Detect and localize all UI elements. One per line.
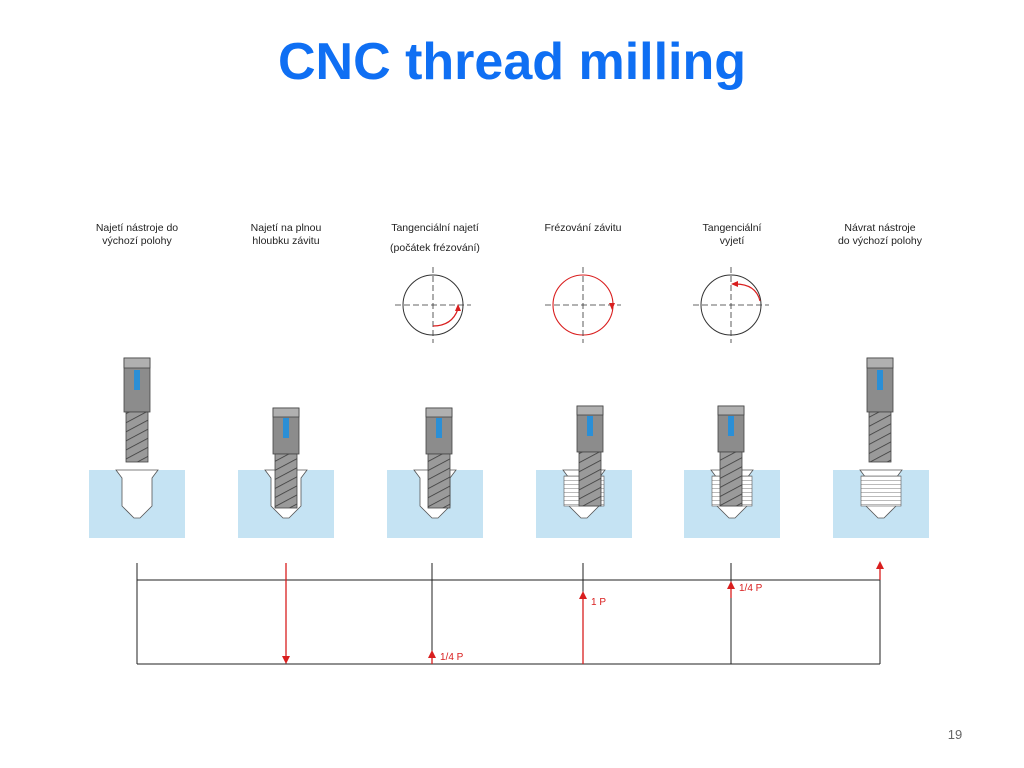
milling-tool-5 <box>717 405 745 507</box>
step-label-line: Najetí nástroje do <box>95 222 179 234</box>
milling-tool-3 <box>425 407 453 509</box>
step-label-line: Návrat nástroje <box>844 222 916 234</box>
page-number: 19 <box>947 727 963 742</box>
workpiece-6 <box>833 469 929 538</box>
step-label-thread-milling: Frézování závitu <box>518 222 648 235</box>
dimension-label-exit: 1/4 P <box>739 583 763 594</box>
step-label-line: výchozí polohy <box>102 235 172 247</box>
step-label-line: do výchozí polohy <box>837 235 923 247</box>
step-label-line: Najetí na plnou <box>250 222 322 234</box>
step-label-line: Tangenciální najetí <box>391 222 479 234</box>
step-label-tangential-approach: Tangenciální najetí (počátek frézování) <box>370 218 500 258</box>
step-label-line: Frézování závitu <box>544 222 622 234</box>
step-label-line: (počátek frézování) <box>390 242 480 254</box>
path-circle-milling <box>545 267 621 343</box>
milling-tool-6 <box>866 357 894 463</box>
step-label-tangential-exit: Tangenciální vyjetí <box>667 222 797 248</box>
workpiece-1 <box>89 469 185 538</box>
step-label-line: hloubku závitu <box>252 235 320 247</box>
path-circle-exit <box>693 267 769 343</box>
step-label-return: Návrat nástroje do výchozí polohy <box>815 222 945 248</box>
milling-tool-4 <box>576 405 604 507</box>
step-label-line: Tangenciální <box>702 222 762 234</box>
milling-tool-2 <box>272 407 300 509</box>
dimension-label-milling: 1 P <box>591 597 607 608</box>
path-circle-approach <box>395 267 471 343</box>
step-label-line: vyjetí <box>719 235 745 247</box>
milling-tool-1 <box>123 357 151 463</box>
step-label-initial-position: Najetí nástroje do výchozí polohy <box>72 222 202 248</box>
step-label-full-depth: Najetí na plnou hloubku závitu <box>221 222 351 248</box>
dimension-label-approach: 1/4 P <box>440 652 464 663</box>
slide-title: CNC thread milling <box>277 33 747 91</box>
motion-diagram <box>136 561 884 665</box>
